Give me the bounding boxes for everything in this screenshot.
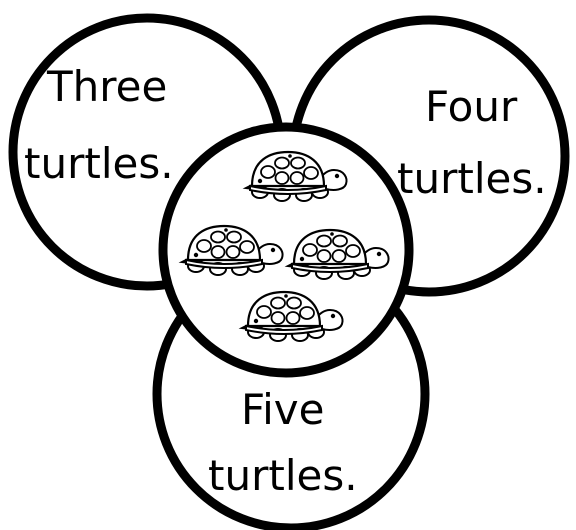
- option-four-turtles: turtles.: [397, 158, 547, 200]
- option-three-turtles: turtles.: [24, 143, 174, 185]
- option-five-turtles: turtles.: [208, 455, 358, 497]
- option-three-word: Three: [47, 66, 167, 108]
- option-four-word: Four: [425, 86, 517, 128]
- option-five-word: Five: [241, 389, 324, 431]
